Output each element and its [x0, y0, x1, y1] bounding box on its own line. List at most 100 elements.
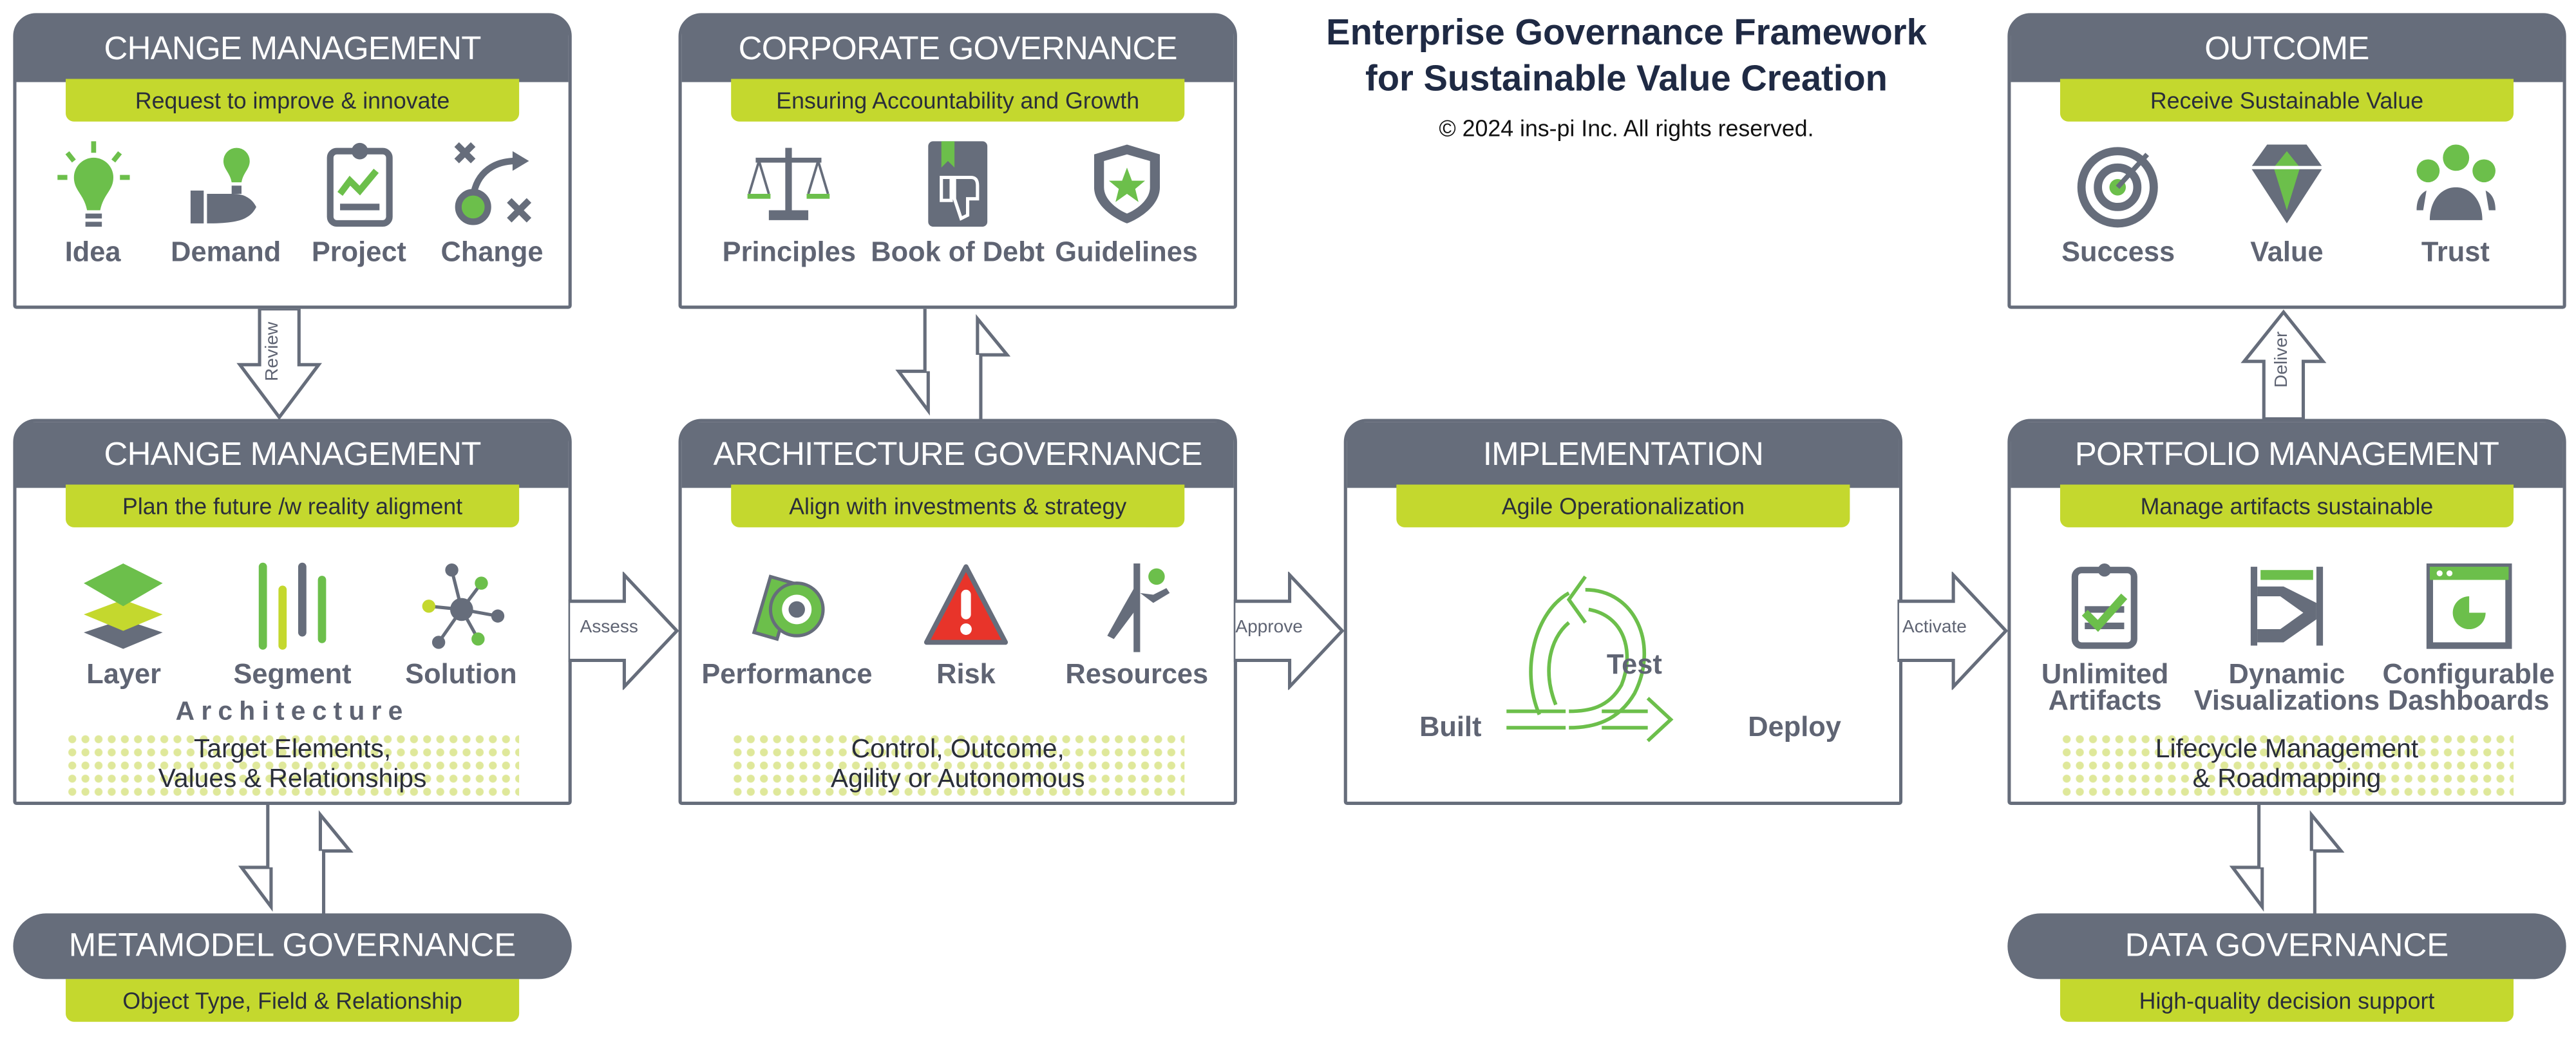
data-governance-pill: DATA GOVERNANCE: [2007, 913, 2566, 979]
item-label: Demand: [171, 236, 281, 268]
box-subtitle: Agile Operationalization: [1396, 484, 1850, 527]
architecture-heading: Architecture: [175, 698, 410, 726]
sankey-icon: [2250, 567, 2324, 646]
box-header: CHANGE MANAGEMENT: [16, 16, 569, 82]
item-label: Book of Debt: [871, 236, 1045, 268]
item-label-line: Dashboards: [2387, 685, 2550, 717]
badge-star-icon: [1094, 144, 1160, 223]
outcome-box: OUTCOME Receive Sustainable Value Succes…: [2007, 13, 2566, 309]
clipboard-check-icon: [2072, 563, 2138, 649]
box-subtitle: Manage artifacts sustainable: [2060, 484, 2514, 527]
box-subtitle: Plan the future /w reality aligment: [66, 484, 520, 527]
cycle-deploy-label: Deploy: [1748, 711, 1841, 743]
box-header: PORTFOLIO MANAGEMENT: [2011, 422, 2563, 488]
box-header: CHANGE MANAGEMENT: [16, 422, 569, 488]
item-guidelines: Guidelines: [1055, 138, 1198, 266]
tape-icon: [752, 574, 825, 641]
data-governance-subtitle: High-quality decision support: [2060, 979, 2514, 1022]
change-management-plan-box: CHANGE MANAGEMENT Plan the future /w rea…: [13, 419, 572, 805]
item-principles: Principles: [723, 138, 856, 266]
activate-label: Activate: [1902, 618, 1967, 638]
item-label: Success: [2061, 236, 2175, 268]
portfolio-band: Lifecycle Management& Roadmapping: [2060, 732, 2514, 799]
review-label: Review: [263, 321, 283, 381]
item-solution: Solution: [395, 560, 527, 688]
corporate-governance-box: CORPORATE GOVERNANCE Ensuring Accountabi…: [678, 13, 1237, 309]
bidirectional-arrow-data: [2229, 804, 2345, 915]
runner-icon: [1107, 563, 1170, 652]
architecture-band: Target Elements,Values & Relationships: [66, 732, 520, 799]
item-label-line: Dynamic: [2228, 658, 2345, 690]
book-thumbs-down-icon: [928, 141, 988, 227]
network-icon: [421, 563, 504, 649]
copyright: © 2024 ins-pi Inc. All rights reserved.: [1439, 115, 1814, 142]
box-subtitle: Receive Sustainable Value: [2060, 79, 2514, 122]
title-line-2: for Sustainable Value Creation: [1365, 57, 1888, 99]
item-success: Success: [2052, 138, 2184, 266]
item-idea: Idea: [27, 138, 158, 266]
item-performance: Performance: [697, 560, 878, 688]
lightbulb-icon: [57, 141, 129, 227]
item-label-line: Visualizations: [2193, 685, 2380, 717]
implementation-box: IMPLEMENTATION Agile Operationalization …: [1343, 419, 1903, 805]
item-trust: Trust: [2390, 138, 2521, 266]
dashboard-window-icon: [2425, 563, 2512, 649]
box-header: ARCHITECTURE GOVERNANCE: [681, 422, 1234, 488]
band-line: Lifecycle Management: [2155, 735, 2419, 764]
item-resources: Resources: [1055, 560, 1219, 688]
item-change: Change: [426, 138, 558, 266]
item-value: Value: [2221, 138, 2353, 266]
cycle-test-label: Test: [1606, 648, 1662, 681]
approve-label: Approve: [1235, 618, 1303, 638]
strategy-play-icon: [453, 142, 531, 225]
diamond-icon: [2250, 144, 2324, 223]
cycle-built-label: Built: [1419, 711, 1482, 743]
item-segment: Segment: [227, 560, 358, 688]
item-project: Project: [293, 138, 424, 266]
agile-cycle-icon: [1506, 575, 1674, 742]
item-label: Change: [440, 236, 544, 268]
scales-icon: [748, 147, 831, 220]
item-label: Solution: [405, 658, 517, 690]
warning-icon: [923, 564, 1009, 645]
title-line-1: Enterprise Governance Framework: [1326, 11, 1927, 53]
item-label: Trust: [2421, 236, 2490, 268]
activate-arrow-right: [1897, 571, 2009, 690]
item-label: Performance: [701, 658, 873, 690]
item-label-line: Artifacts: [2048, 685, 2162, 717]
deliver-arrow-up: [2240, 309, 2327, 421]
architecture-governance-box: ARCHITECTURE GOVERNANCE Align with inves…: [678, 419, 1237, 805]
item-label: Guidelines: [1055, 236, 1198, 268]
item-layer: Layer: [58, 560, 189, 688]
item-label: Project: [311, 236, 406, 268]
box-subtitle: Request to improve & innovate: [66, 79, 520, 122]
bidirectional-arrow-corporate: [895, 308, 1010, 419]
approve-arrow-right: [1233, 571, 1345, 690]
item-label: Risk: [936, 658, 996, 690]
item-label-line: Configurable: [2382, 658, 2555, 690]
deliver-label: Deliver: [2272, 331, 2292, 388]
architecture-governance-band: Control, Outcome,Agility or Autonomous: [731, 732, 1185, 799]
item-demand: Demand: [160, 138, 292, 266]
item-label: Idea: [64, 236, 121, 268]
assess-label: Assess: [580, 618, 638, 638]
review-arrow-down: [236, 308, 322, 421]
band-line: Target Elements,: [193, 735, 392, 764]
item-book-of-debt: Book of Debt: [871, 138, 1045, 266]
item-label: Segment: [233, 658, 352, 690]
box-subtitle: Ensuring Accountability and Growth: [731, 79, 1185, 122]
hand-lightbulb-icon: [189, 147, 256, 223]
box-header: OUTCOME: [2011, 16, 2563, 82]
metamodel-governance-pill: METAMODEL GOVERNANCE: [13, 913, 572, 979]
box-header: IMPLEMENTATION: [1347, 422, 1899, 488]
box-header: CORPORATE GOVERNANCE: [681, 16, 1234, 82]
portfolio-management-box: PORTFOLIO MANAGEMENT Manage artifacts su…: [2007, 419, 2566, 805]
